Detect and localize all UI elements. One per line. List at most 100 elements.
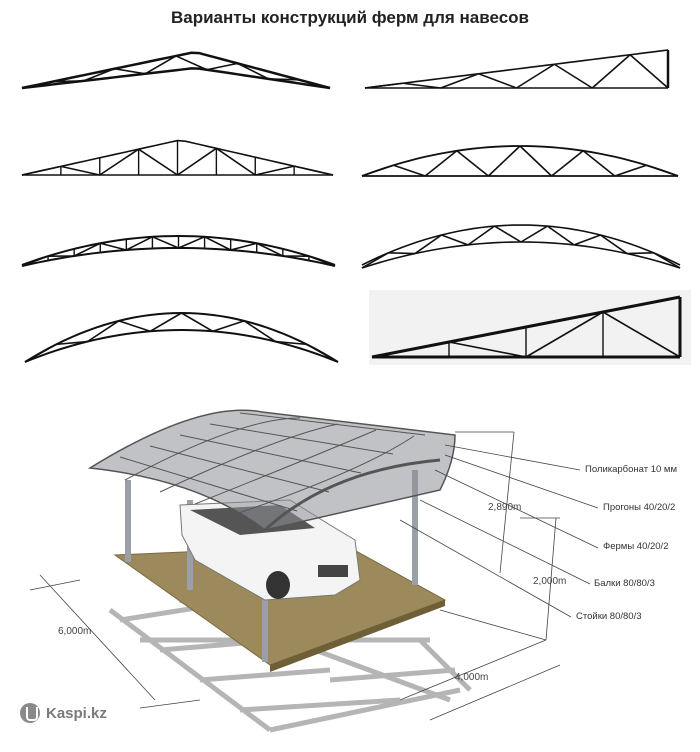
web-member <box>361 164 394 177</box>
shadow-beam <box>199 667 331 683</box>
dimension-line <box>444 444 581 471</box>
web-member <box>275 340 307 346</box>
dimension-length: 6,000m <box>58 626 92 637</box>
roof-truss <box>124 417 301 481</box>
web-member <box>553 63 593 89</box>
web-member <box>519 145 553 177</box>
web-member <box>24 343 57 363</box>
truss-2-webs <box>364 54 669 89</box>
web-member <box>478 73 517 89</box>
truss-7-webs <box>24 312 339 363</box>
dimension-line <box>399 639 547 701</box>
truss-2-top-chord <box>364 49 669 89</box>
web-member <box>487 145 521 177</box>
web-member <box>293 165 334 176</box>
web-member <box>125 236 153 251</box>
web-member <box>230 242 257 251</box>
web-member <box>402 82 441 89</box>
web-member <box>215 147 256 176</box>
purlin <box>149 445 330 493</box>
dimension-line <box>444 454 599 509</box>
floor-edge <box>270 600 445 672</box>
truss-6-webs <box>361 225 681 269</box>
web-member <box>424 150 458 177</box>
truss-3-webs <box>21 140 334 176</box>
web-member <box>181 312 214 332</box>
web-member <box>467 225 495 246</box>
web-member <box>60 165 100 176</box>
web-member <box>21 255 49 267</box>
web-member <box>268 78 300 81</box>
web-member <box>448 341 527 358</box>
diagram-title: Варианты конструкций ферм для навесов <box>170 8 530 27</box>
dimension-line <box>399 519 572 618</box>
web-member <box>414 234 442 255</box>
car-wheel <box>266 571 290 599</box>
web-member <box>441 234 469 246</box>
dimension-total-height: 2,890m <box>488 502 522 513</box>
web-member <box>361 252 389 269</box>
web-member <box>371 341 450 358</box>
web-member <box>653 252 681 269</box>
truss-5-webs <box>21 236 336 267</box>
roof-truss <box>159 423 339 493</box>
kaspi-logo-icon <box>20 703 40 723</box>
callout-purlins: Прогоны 40/20/2 <box>603 502 676 513</box>
web-member <box>204 236 232 251</box>
kaspi-watermark: Kaspi.kz <box>20 703 107 723</box>
purlin <box>179 434 362 474</box>
dimension-line <box>499 431 515 574</box>
web-member <box>114 67 146 75</box>
dimension-line <box>39 574 156 701</box>
web-member <box>298 79 331 89</box>
web-member <box>21 165 62 176</box>
dimension-line <box>429 664 561 721</box>
web-member <box>237 62 269 80</box>
shadow-beam <box>269 687 461 733</box>
web-member <box>614 164 647 177</box>
dimension-line <box>139 699 201 709</box>
web-member <box>206 62 238 71</box>
web-member <box>212 320 245 333</box>
web-member <box>393 164 426 177</box>
dimension-line <box>29 579 81 591</box>
web-member <box>118 320 151 333</box>
roof-purlins <box>119 412 426 517</box>
web-member <box>99 148 140 176</box>
web-member <box>21 80 53 89</box>
web-member <box>73 242 101 257</box>
web-member <box>629 54 669 89</box>
dimension-line <box>545 517 557 641</box>
web-member <box>573 234 601 246</box>
web-member <box>388 251 416 255</box>
web-member <box>52 80 84 83</box>
shadow-beam <box>239 697 401 713</box>
truss-7-bottom-chord <box>24 329 339 363</box>
web-member <box>456 150 489 177</box>
web-member <box>255 165 295 176</box>
web-member <box>177 147 217 176</box>
truss-4-webs <box>361 145 679 177</box>
web-member <box>175 55 208 71</box>
web-member <box>547 225 575 246</box>
kaspi-logo-text: Kaspi.kz <box>46 704 107 722</box>
truss-6-top-chord <box>361 224 681 266</box>
web-member <box>494 225 522 243</box>
web-member <box>364 82 403 89</box>
web-member <box>591 54 631 89</box>
web-member <box>551 150 584 177</box>
web-member <box>646 164 679 177</box>
callout-polycarbonate: Поликарбонат 10 мм <box>585 464 677 475</box>
polycarbonate-roof <box>87 409 456 531</box>
web-member <box>152 236 179 249</box>
web-member <box>602 311 681 358</box>
truss-8-webs <box>371 311 681 358</box>
web-member <box>56 340 88 346</box>
truss-1-bottom-chord <box>21 67 331 90</box>
web-member <box>440 73 479 89</box>
web-member <box>243 320 276 343</box>
purlin <box>239 412 426 436</box>
shadow-beam <box>329 667 456 683</box>
dimension-line <box>439 609 547 641</box>
